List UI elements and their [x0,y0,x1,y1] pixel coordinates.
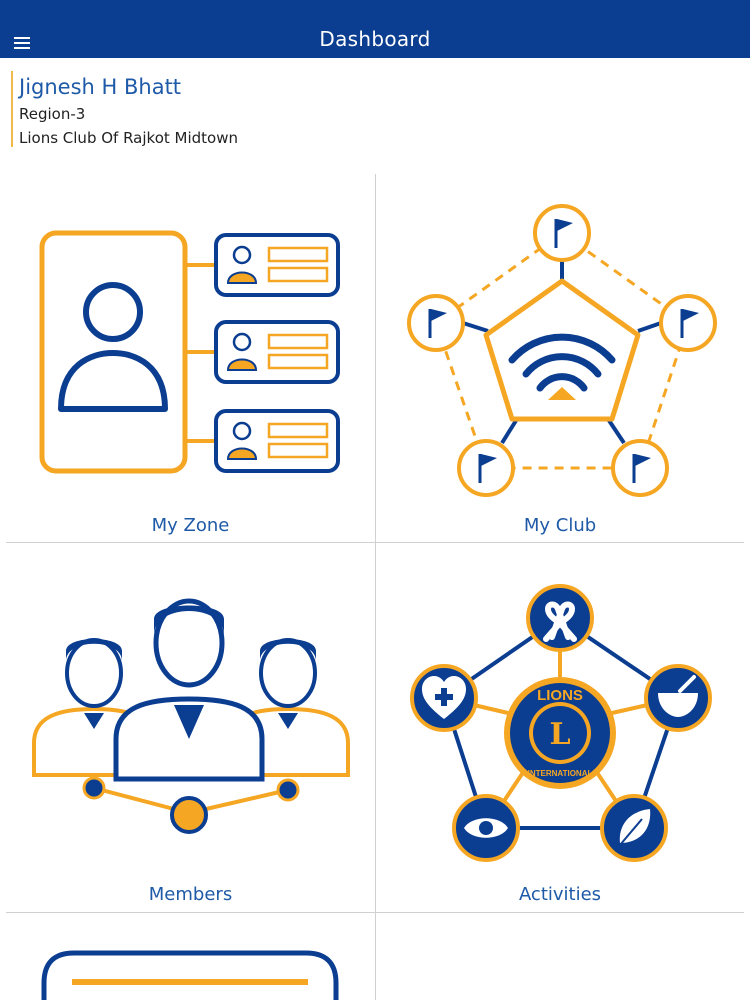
menu-icon[interactable] [14,37,30,49]
heart-plus-icon [410,664,478,732]
bowl-icon [644,664,712,732]
flag-icon [659,294,717,352]
tile-my-club[interactable]: My Club [376,175,744,542]
tile-my-zone[interactable]: My Zone [6,175,375,542]
tile-members[interactable]: Members [6,543,375,912]
tile-label-activities: Activities [518,884,602,905]
tile-activities[interactable]: L LIONS INTERNATIONAL [376,543,744,912]
activities-illustration: L LIONS INTERNATIONAL [410,584,712,862]
flag-icon [407,294,465,352]
page-title: Dashboard [319,27,431,51]
tile-label-my-zone: My Zone [151,515,230,536]
member-figure [113,598,265,782]
flag-icon [457,439,515,497]
logo-top-text: LIONS [537,687,583,704]
grid-divider-horizontal [6,912,744,913]
member-card [214,233,340,297]
profile-block: Jignesh H Bhatt Region-3 Lions Club Of R… [11,71,238,147]
leaf-icon [600,794,668,862]
tile-partial[interactable] [6,913,375,1000]
my-zone-illustration [39,230,340,474]
app-bar: Dashboard [0,0,750,58]
tile-label-my-club: My Club [523,515,597,536]
profile-club: Lions Club Of Rajkot Midtown [19,129,238,147]
flag-icon [533,204,591,262]
profile-region: Region-3 [19,105,86,123]
logo-center-text: L [549,717,570,752]
wifi-icon [508,333,616,400]
tile-label-members: Members [148,884,233,905]
member-card [214,409,340,473]
member-card [214,320,340,384]
logo-bottom-text: INTERNATIONAL [528,769,593,778]
user-icon [58,282,168,412]
partial-tile-illustration [41,950,339,1000]
flag-icon [611,439,669,497]
profile-name: Jignesh H Bhatt [19,75,182,99]
eye-icon [452,794,520,862]
grid-divider-vertical [375,174,376,1000]
grid-divider-horizontal [6,542,744,543]
lions-logo: L LIONS INTERNATIONAL [504,677,616,789]
my-club-illustration [407,204,717,497]
members-illustration [32,598,350,834]
ribbon-icon [526,584,594,652]
